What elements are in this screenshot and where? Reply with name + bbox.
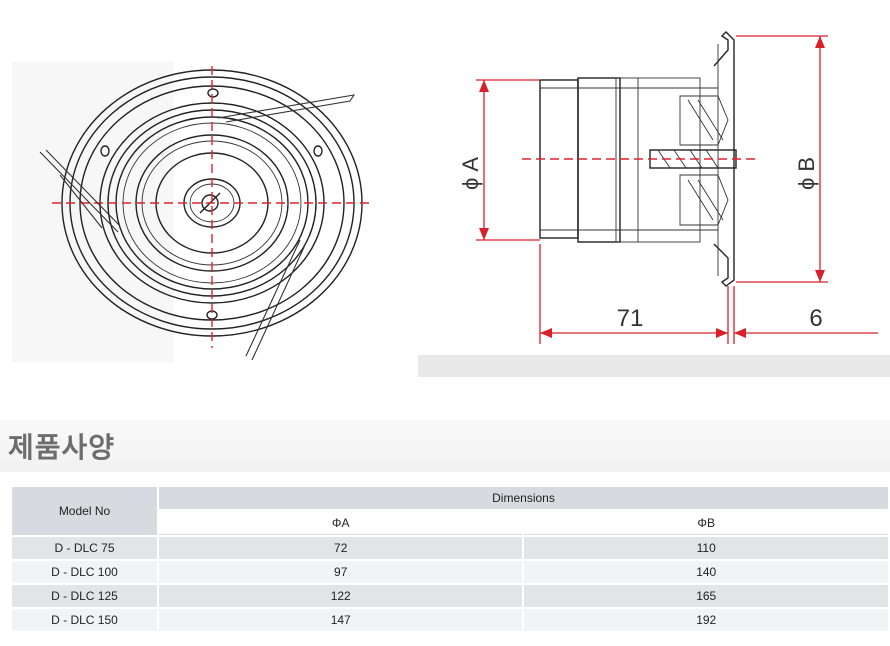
leader-lines <box>39 94 356 361</box>
phi-a-cell: 122 <box>159 585 523 607</box>
section-title: 제품사양 <box>8 431 116 464</box>
phi-b-cell: 165 <box>524 585 888 607</box>
dim-phi-a-label: ϕ A <box>458 157 483 190</box>
model-cell: D - DLC 100 <box>12 561 157 583</box>
model-cell: D - DLC 125 <box>12 585 157 607</box>
model-cell: D - DLC 150 <box>12 609 157 631</box>
dim-phi-b-label: ϕ B <box>794 157 819 190</box>
model-no-header: Model No <box>12 487 157 535</box>
table-row: D - DLC 125 122 165 <box>12 585 888 607</box>
front-view-drawing <box>12 62 372 362</box>
table-row: D - DLC 100 97 140 <box>12 561 888 583</box>
phi-b-cell: 110 <box>524 537 888 559</box>
dim-length-label: 71 <box>617 305 644 332</box>
dimension-lines <box>476 35 878 344</box>
phi-b-cell: 192 <box>524 609 888 631</box>
table-row: D - DLC 150 147 192 <box>12 609 888 631</box>
center-lines <box>52 66 372 348</box>
drawing-background <box>12 62 174 362</box>
table-row: D - DLC 75 72 110 <box>12 537 888 559</box>
flange <box>713 31 735 287</box>
spec-table: Model No Dimensions ΦA ΦB D - DLC 75 72 … <box>10 485 890 633</box>
damper-fins <box>649 95 737 226</box>
drawing-bottom-band <box>418 355 890 377</box>
model-cell: D - DLC 75 <box>12 537 157 559</box>
dimensions-header: Dimensions <box>159 487 888 510</box>
phi-b-header: ΦB <box>524 511 888 535</box>
duct-body <box>539 77 718 243</box>
phi-a-header: ΦA <box>159 511 523 535</box>
dim-flange-label: 6 <box>809 305 822 332</box>
phi-b-cell: 140 <box>524 561 888 583</box>
phi-a-cell: 72 <box>159 537 523 559</box>
section-band <box>0 420 890 472</box>
phi-a-cell: 147 <box>159 609 523 631</box>
side-section-drawing: ϕ A ϕ B 71 6 <box>418 31 890 377</box>
phi-a-cell: 97 <box>159 561 523 583</box>
